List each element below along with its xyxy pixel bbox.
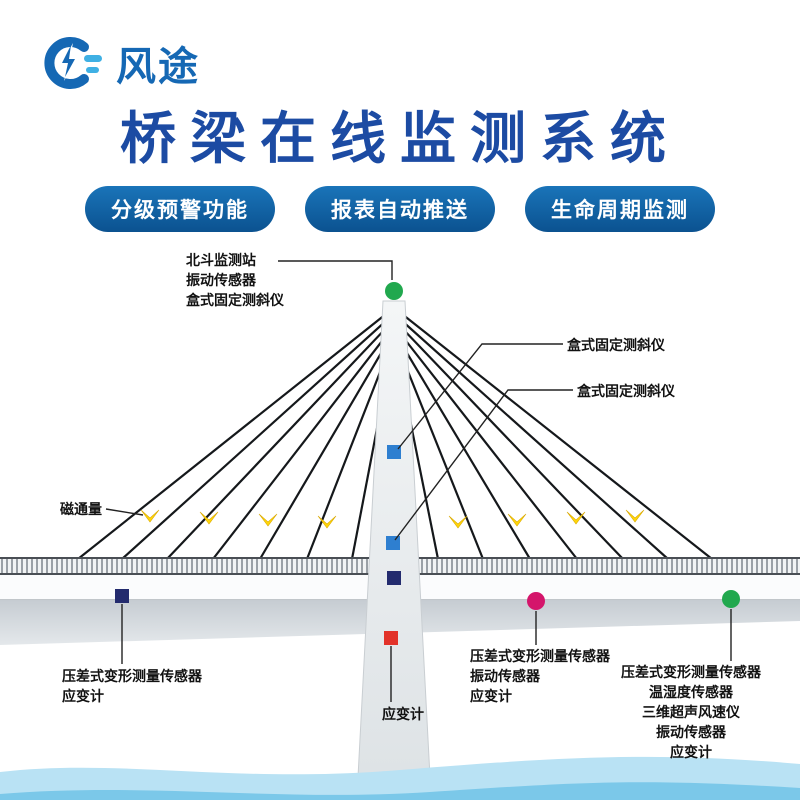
- label-inclinometer-lower: 盒式固定测斜仪: [577, 383, 675, 399]
- label-line: 北斗监测站: [186, 252, 256, 268]
- page-title: 桥梁在线监测系统: [120, 107, 680, 170]
- label-strain-gauge: 应变计: [382, 706, 424, 722]
- label-line: 振动传感器: [470, 668, 540, 684]
- inclinometer-marker-lower: [386, 536, 400, 550]
- deck-sensor-marker-far-right: [722, 590, 740, 608]
- strain-gauge-marker: [384, 631, 398, 645]
- magnetic-flux-arrows: [140, 509, 645, 529]
- label-line: 盒式固定测斜仪: [186, 292, 284, 308]
- stay-cables: [77, 313, 713, 560]
- label-deck-far-right: 压差式变形测量传感器 温湿度传感器 三维超声风速仪 振动传感器 应变计: [606, 662, 776, 762]
- label-deck-left: 压差式变形测量传感器 应变计: [62, 666, 202, 706]
- label-magnetic-flux: 磁通量: [60, 501, 102, 517]
- label-line: 压差式变形测量传感器: [62, 668, 202, 684]
- brand-name: 风途: [116, 45, 200, 89]
- label-deck-right: 压差式变形测量传感器 振动传感器 应变计: [470, 646, 610, 706]
- label-line: 应变计: [470, 688, 512, 704]
- feature-badges: 分级预警功能 报表自动推送 生命周期监测: [0, 186, 800, 232]
- label-line: 振动传感器: [186, 272, 256, 288]
- label-tower-top: 北斗监测站 振动传感器 盒式固定测斜仪: [186, 250, 284, 310]
- beidou-station-marker: [385, 282, 403, 300]
- deck-sensor-marker-left: [115, 589, 129, 603]
- badge-warning-levels: 分级预警功能: [85, 186, 275, 232]
- label-inclinometer-upper: 盒式固定测斜仪: [567, 337, 665, 353]
- label-line: 应变计: [670, 744, 712, 760]
- badge-lifecycle: 生命周期监测: [525, 186, 715, 232]
- label-line: 振动传感器: [656, 724, 726, 740]
- deck-sensor-marker-right: [527, 592, 545, 610]
- label-line: 三维超声风速仪: [642, 704, 740, 720]
- label-line: 压差式变形测量传感器: [621, 664, 761, 680]
- tower-deck-sensor-marker: [387, 571, 401, 585]
- leader-lines: [105, 260, 732, 702]
- label-line: 温湿度传感器: [649, 684, 733, 700]
- brand-logo: 风途: [40, 34, 200, 92]
- badge-auto-report: 报表自动推送: [305, 186, 495, 232]
- water-waves: [0, 756, 800, 800]
- label-line: 压差式变形测量传感器: [470, 648, 610, 664]
- label-line: 应变计: [62, 688, 104, 704]
- fengtu-logo-icon: [44, 37, 102, 89]
- inclinometer-marker-upper: [387, 445, 401, 459]
